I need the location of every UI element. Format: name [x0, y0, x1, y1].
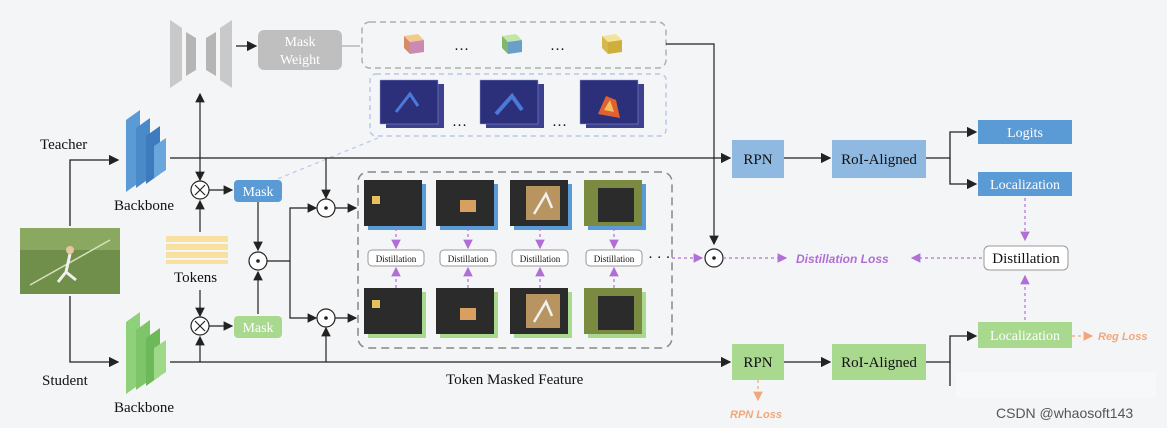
- distillation-ellipsis: · · ·: [648, 250, 671, 266]
- rpn-teacher-label: RPN: [743, 152, 772, 168]
- cubes-ellipsis-1: …: [454, 38, 469, 54]
- teacher-input-arrow: [69, 154, 120, 226]
- teacher-backbone-label: Backbone: [114, 198, 174, 214]
- watermark: CSDN @whaosoft143: [996, 405, 1133, 421]
- student-label: Student: [42, 373, 89, 389]
- dot-product-circle-icon: [704, 248, 724, 268]
- dot-product-circle-icon: [316, 198, 336, 218]
- tokens-icon: [166, 236, 228, 264]
- cube-icon: [404, 34, 424, 54]
- rpn-student-label: RPN: [743, 355, 772, 371]
- token-masked-feature-label: Token Masked Feature: [446, 372, 584, 388]
- dot-product-circle-icon: [248, 251, 268, 271]
- attention-map-1: [379, 79, 444, 128]
- attention-ellipsis-2: …: [552, 114, 567, 130]
- small-distillation-2: Distillation: [439, 228, 497, 288]
- input-image: [20, 228, 120, 294]
- localization-student-box: [978, 322, 1072, 348]
- roi-student-label: RoI-Aligned: [841, 355, 917, 371]
- cube-icon: [502, 34, 522, 54]
- attention-maps-box: [369, 73, 667, 137]
- svg-text:Distillation: Distillation: [376, 254, 417, 264]
- mask-weight-line1: Mask: [284, 35, 315, 50]
- student-backbone-icon: [126, 312, 166, 394]
- roi-teacher-box: [832, 140, 926, 178]
- mask-weight-box: [258, 30, 342, 70]
- logits-label: Logits: [1007, 126, 1043, 141]
- teacher-mask-label: Mask: [242, 185, 273, 200]
- student-feature-map-2: [436, 288, 498, 338]
- distillation-label: Distillation: [992, 251, 1060, 267]
- student-input-arrow: [69, 296, 120, 368]
- localization-teacher-box: [978, 172, 1072, 196]
- svg-text:Distillation: Distillation: [520, 254, 561, 264]
- small-distillation-1: Distillation: [367, 228, 425, 288]
- teacher-feature-map-2: [436, 180, 498, 230]
- logits-box: [978, 120, 1072, 144]
- small-distillation-3: Distillation: [511, 228, 569, 288]
- rpn-teacher-box: [732, 140, 784, 178]
- student-feature-map-1: [364, 288, 426, 338]
- teacher-feature-map-3: [510, 180, 572, 230]
- mask-weight-line2: Weight: [280, 53, 320, 68]
- teacher-feature-map-4: [584, 180, 646, 230]
- attention-ellipsis-1: …: [452, 114, 467, 130]
- occluded-area: [956, 372, 1156, 398]
- teacher-label: Teacher: [40, 137, 87, 153]
- teacher-feature-map-1: [364, 180, 426, 230]
- roi-teacher-label: RoI-Aligned: [841, 152, 917, 168]
- rpn-loss-label: RPN Loss: [730, 409, 782, 421]
- student-feature-map-4: [584, 288, 646, 338]
- teacher-mask-box: [234, 180, 282, 202]
- mask-weight-cubes-box: [361, 21, 667, 69]
- student-mask-label: Mask: [242, 321, 273, 336]
- distillation-loss-label: Distillation Loss: [796, 252, 889, 266]
- distillation-box: [983, 245, 1069, 271]
- student-mask-box: [234, 316, 282, 338]
- localization-teacher-label: Localization: [990, 178, 1060, 193]
- svg-text:Distillation: Distillation: [448, 254, 489, 264]
- dot-product-circle-icon: [316, 308, 336, 328]
- token-masked-feature-box: [357, 171, 673, 349]
- student-feature-map-3: [510, 288, 572, 338]
- attention-map-3: [579, 79, 644, 128]
- student-backbone-label: Backbone: [114, 400, 174, 416]
- multiply-circle-icon: [190, 180, 210, 200]
- svg-text:Distillation: Distillation: [594, 254, 635, 264]
- cubes-ellipsis-2: …: [550, 38, 565, 54]
- teacher-backbone-icon: [126, 110, 166, 192]
- mask-generator-icon: [170, 20, 232, 88]
- rpn-student-box: [732, 344, 784, 380]
- cube-icon: [602, 34, 622, 54]
- attention-map-2: [479, 79, 544, 128]
- multiply-circle-icon: [190, 316, 210, 336]
- small-distillation-4: Distillation: [585, 228, 643, 288]
- localization-student-label: Localization: [990, 329, 1060, 344]
- reg-loss-label: Reg Loss: [1098, 331, 1148, 343]
- tokens-label: Tokens: [174, 270, 217, 286]
- roi-student-box: [832, 344, 926, 380]
